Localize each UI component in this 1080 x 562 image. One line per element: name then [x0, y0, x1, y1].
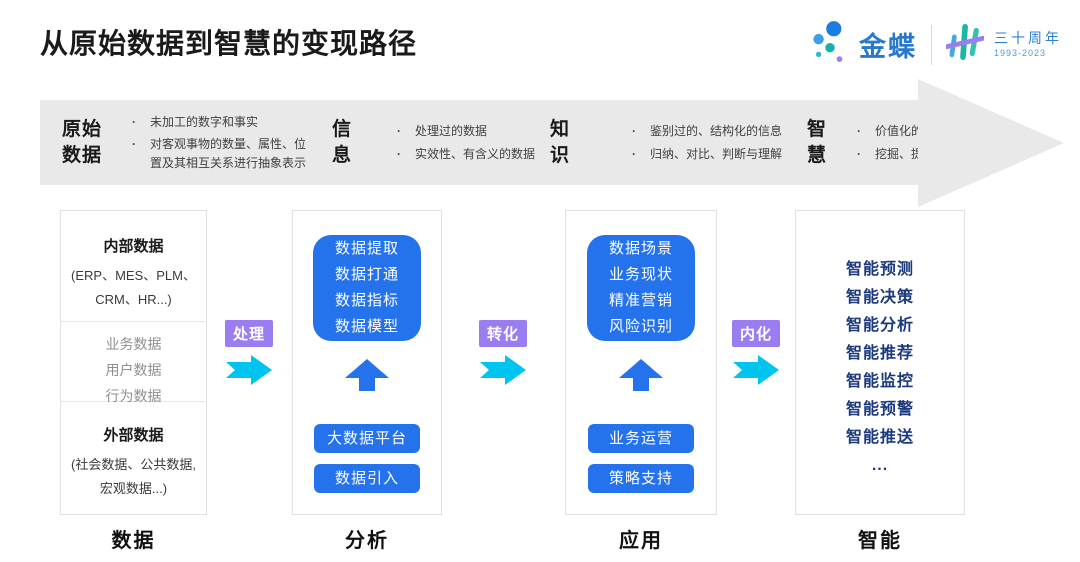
page-title: 从原始数据到智慧的变现路径 — [40, 28, 418, 59]
band-arrowhead-icon — [918, 79, 1064, 207]
analysis-card-line: 数据模型 — [334, 318, 399, 335]
stage-term: 知 识 — [550, 118, 571, 166]
application-column: 数据场景 业务现状 精准营销 风险识别 业务运营 策略支持 — [565, 210, 717, 515]
external-data-desc: (社会数据、公共数据, 宏观数据...) — [71, 457, 196, 497]
application-card: 数据场景 业务现状 精准营销 风险识别 — [587, 235, 695, 341]
analysis-card: 数据提取 数据打通 数据指标 数据模型 — [313, 235, 421, 341]
up-arrow-icon — [345, 359, 389, 391]
footer-label-data: 数据 — [111, 530, 156, 552]
analysis-column: 数据提取 数据打通 数据指标 数据模型 大数据平台 数据引入 — [292, 210, 442, 515]
up-arrow-icon — [619, 359, 663, 391]
forward-arrow-icon — [733, 355, 779, 385]
intel-item: 智能分析 — [845, 317, 914, 334]
footer-label-application: 应用 — [619, 530, 663, 552]
intel-item: 智能预警 — [845, 401, 914, 418]
bullet-item: 归纳、对比、判断与理解 — [632, 145, 782, 164]
transform-tag: 转化 — [478, 320, 527, 347]
anniversary-title: 三十周年 — [994, 30, 1062, 47]
stage-information: 信 息 处理过的数据 实效性、有含义的数据 — [332, 100, 535, 185]
application-card-line: 业务现状 — [608, 266, 673, 283]
bullet-item: 鉴别过的、结构化的信息 — [632, 122, 782, 141]
data-type-item: 业务数据 — [105, 336, 162, 352]
footer-label-analysis: 分析 — [345, 530, 389, 552]
external-data-section: 外部数据 (社会数据、公共数据, 宏观数据...) — [61, 402, 206, 501]
internal-data-section: 内部数据 (ERP、MES、PLM、CRM、HR...) — [61, 211, 206, 322]
forward-arrow-icon — [226, 355, 272, 385]
forward-arrow-icon — [480, 355, 526, 385]
application-card-line: 数据场景 — [608, 240, 673, 257]
anniversary-30-icon — [943, 19, 987, 70]
bullet-item: 对客观事物的数量、属性、位置及其相互关系进行抽象表示 — [132, 135, 317, 172]
stage-bullets: 处理过的数据 实效性、有含义的数据 — [397, 122, 535, 163]
application-card-line: 精准营销 — [608, 292, 673, 309]
internalize-tag: 内化 — [731, 320, 780, 347]
analysis-card-line: 数据提取 — [334, 240, 399, 257]
intel-item: 智能监控 — [845, 373, 914, 390]
application-card-line: 风险识别 — [608, 318, 673, 335]
stage-term: 信 息 — [332, 118, 353, 166]
intel-item: 智能推荐 — [845, 345, 914, 362]
data-import-button: 数据引入 — [314, 464, 420, 493]
dikw-band: 原始 数据 未加工的数字和事实 对客观事物的数量、属性、位置及其相互关系进行抽象… — [40, 100, 1007, 185]
intel-item: 智能预测 — [845, 261, 914, 278]
bullet-item: 未加工的数字和事实 — [132, 113, 317, 132]
bigdata-platform-button: 大数据平台 — [314, 424, 420, 453]
kingdee-brand-text: 金蝶 — [859, 32, 917, 62]
internal-data-desc: (ERP、MES、PLM、CRM、HR...) — [71, 268, 196, 308]
middle-data-section: 业务数据 用户数据 行为数据 — [61, 322, 206, 404]
stage-bullets: 鉴别过的、结构化的信息 归纳、对比、判断与理解 — [632, 122, 782, 163]
analysis-card-line: 数据指标 — [334, 292, 399, 309]
intel-item: 智能推送 — [845, 429, 914, 446]
footer-label-intelligence: 智能 — [858, 530, 902, 552]
strategy-support-button: 策略支持 — [588, 464, 694, 493]
connector-internalize: 内化 — [730, 320, 782, 385]
stage-term: 智 慧 — [807, 118, 828, 166]
data-type-item: 行为数据 — [105, 387, 162, 404]
connector-process: 处理 — [223, 320, 275, 385]
kingdee-logo-dots-icon — [811, 18, 849, 71]
bullet-item: 实效性、有含义的数据 — [397, 145, 535, 164]
stage-bullets: 未加工的数字和事实 对客观事物的数量、属性、位置及其相互关系进行抽象表示 — [132, 113, 317, 173]
kingdee-logo: 金蝶 三十周年 1993-2023 — [811, 18, 1062, 71]
bullet-item: 处理过的数据 — [397, 122, 535, 141]
business-operation-button: 业务运营 — [588, 424, 694, 453]
internal-data-title: 内部数据 — [103, 238, 164, 255]
logo-divider — [931, 24, 932, 65]
analysis-card-line: 数据打通 — [334, 266, 399, 283]
data-column: 内部数据 (ERP、MES、PLM、CRM、HR...) 业务数据 用户数据 行… — [60, 210, 207, 515]
connector-transform: 转化 — [477, 320, 529, 385]
intel-item-ellipsis: ... — [871, 457, 889, 474]
data-type-item: 用户数据 — [105, 361, 162, 378]
stage-raw-data: 原始 数据 未加工的数字和事实 对客观事物的数量、属性、位置及其相互关系进行抽象… — [62, 100, 317, 185]
anniversary-text: 三十周年 1993-2023 — [994, 30, 1062, 59]
stage-term: 原始 数据 — [62, 118, 103, 166]
anniversary-years: 1993-2023 — [994, 47, 1047, 58]
stage-knowledge: 知 识 鉴别过的、结构化的信息 归纳、对比、判断与理解 — [550, 100, 782, 185]
intelligence-column: 智能预测 智能决策 智能分析 智能推荐 智能监控 智能预警 智能推送 ... — [795, 210, 965, 515]
external-data-title: 外部数据 — [103, 427, 164, 444]
process-tag: 处理 — [224, 320, 273, 347]
intel-item: 智能决策 — [845, 289, 914, 306]
